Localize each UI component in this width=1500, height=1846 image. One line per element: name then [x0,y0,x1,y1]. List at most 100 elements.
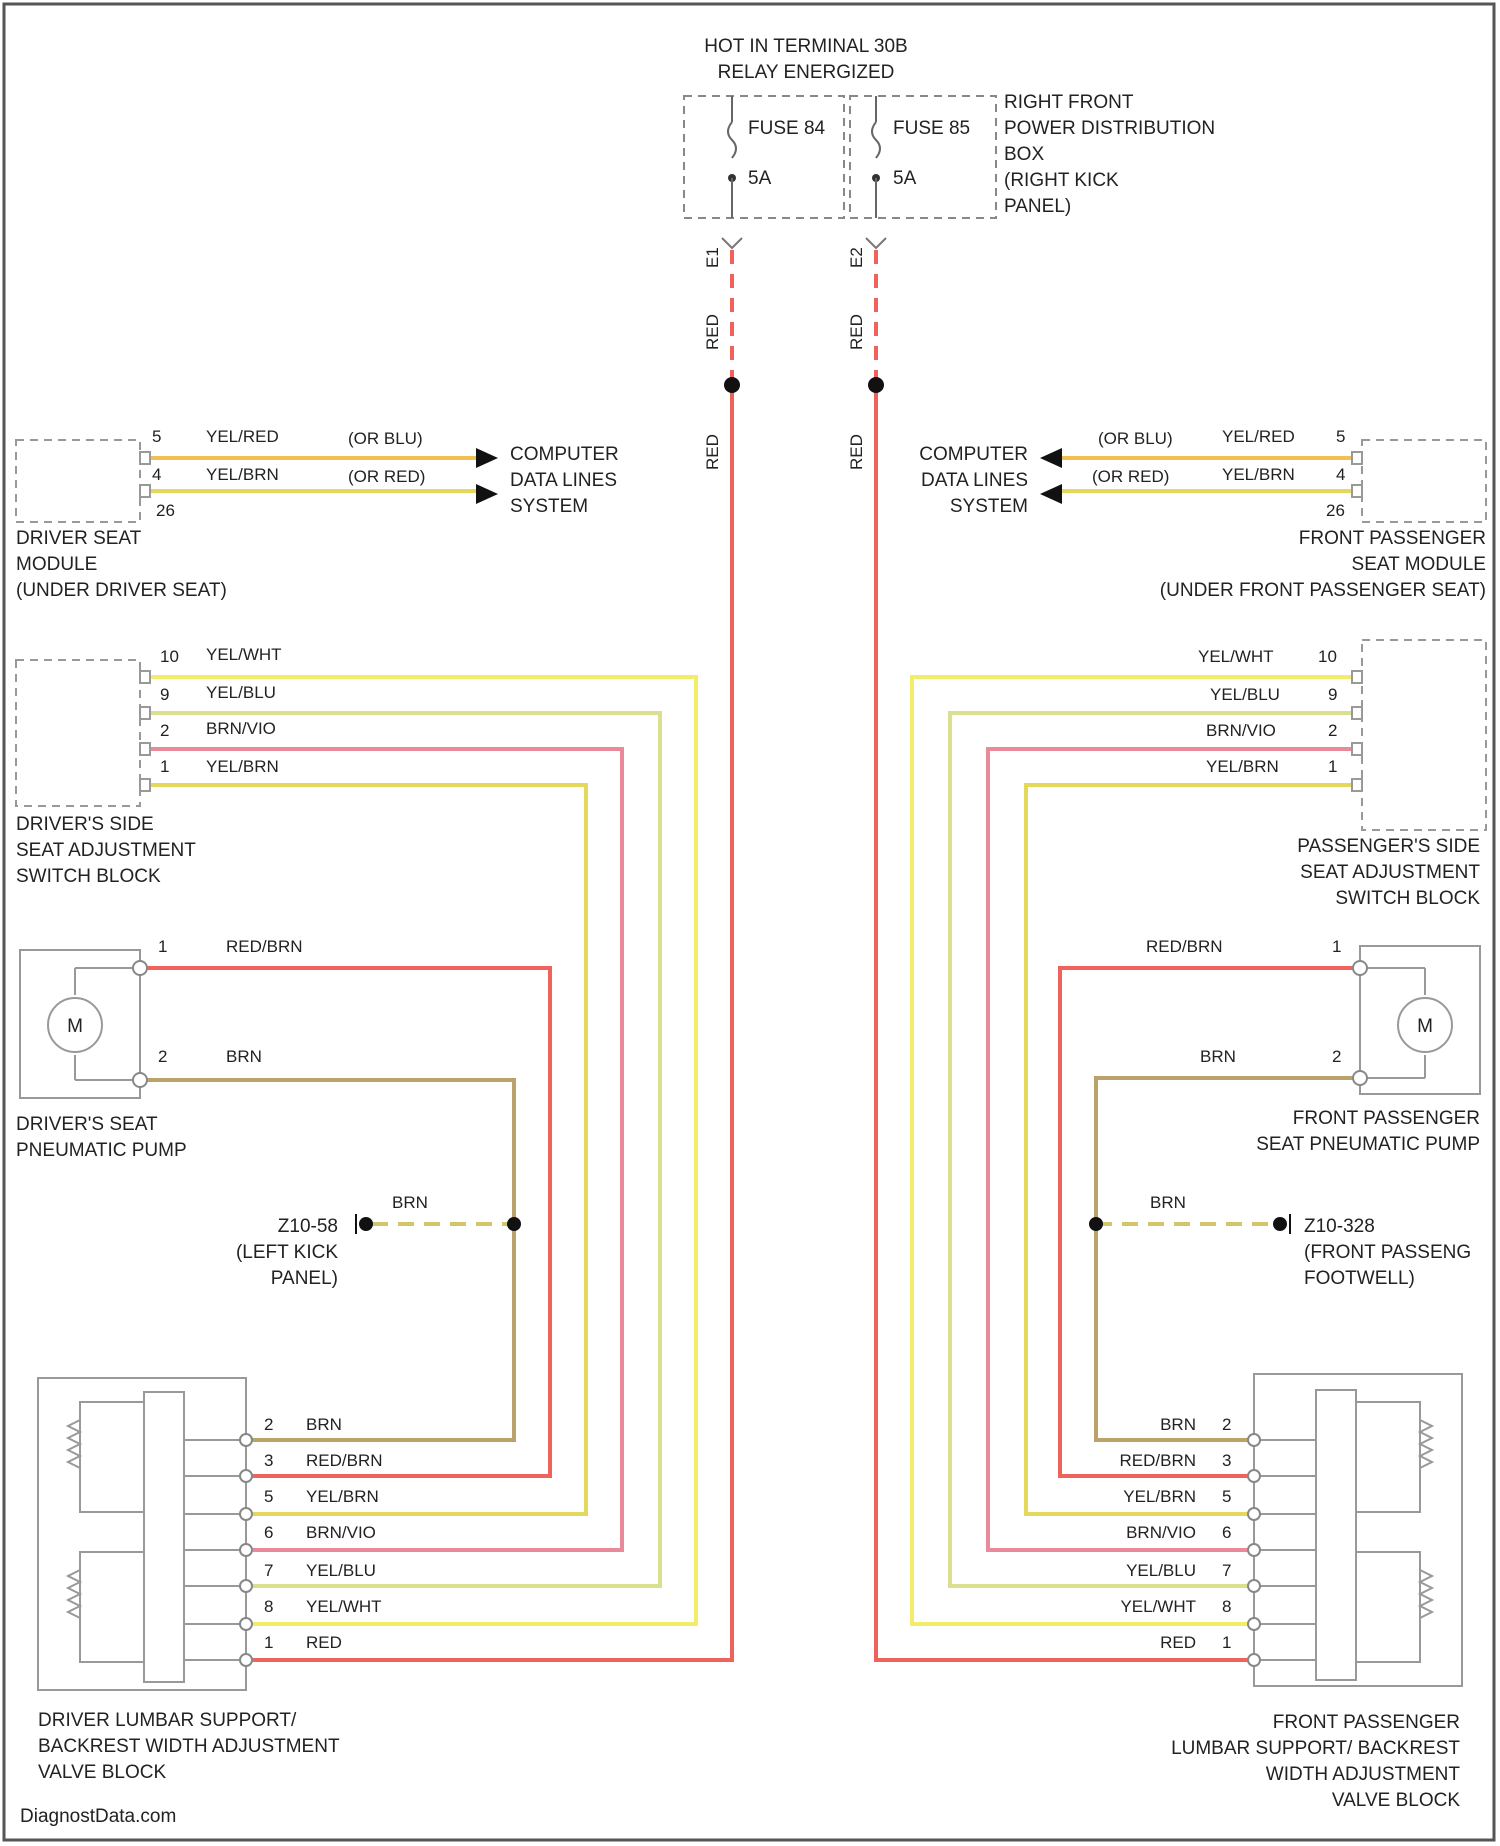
driver-ground-wire: BRN [392,1193,428,1212]
driver-module-wire-b: YEL/BRN [206,465,279,484]
wire-driver-yelbrn [150,785,586,1514]
driver-module-pin-a: 5 [152,427,161,446]
pass-switch-pin-1: 9 [1328,685,1337,704]
driver-switch-wire-1: YEL/BLU [206,683,276,702]
pass-pump-wire2: BRN [1200,1047,1236,1066]
driver-module-pin-b: 4 [152,465,161,484]
wire-driver-yelwht [150,677,696,1624]
pass-valve-line4: VALVE BLOCK [1332,1790,1460,1811]
pass-arrow-b [1040,484,1062,504]
driver-valve-pin-5: 8 [264,1597,273,1616]
fuse-84-rating: 5A [748,168,772,189]
driver-seat-module-box [16,440,140,522]
pass-module-pin-b: 4 [1336,465,1345,484]
driver-switch-wire-3: YEL/BRN [206,757,279,776]
pass-valve-wire-0: BRN [1160,1415,1196,1434]
connector-e1 [722,238,742,248]
pass-pump-pin1: 1 [1332,937,1341,956]
pass-module-line2: SEAT MODULE [1352,554,1486,575]
driver-switch-terminals [140,671,150,791]
pass-module-pin-a: 5 [1336,427,1345,446]
driver-valve-wire-3: BRN/VIO [306,1523,376,1542]
pass-pump-term2 [1353,1071,1367,1085]
fuse-85-rating: 5A [893,168,917,189]
driver-computer-line2: DATA LINES [510,470,617,491]
driver-switch-pin-1: 9 [160,685,169,704]
pass-valve-wire-2: YEL/BRN [1123,1487,1196,1506]
pass-valve-line3: WIDTH ADJUSTMENT [1266,1764,1461,1785]
watermark: DiagnostData.com [20,1806,176,1827]
pdbox-line4: (RIGHT KICK [1004,170,1119,191]
top-title-line2: RELAY ENERGIZED [718,62,895,83]
driver-valve-wire-0: BRN [306,1415,342,1434]
driver-switch-line1: DRIVER'S SIDE [16,814,154,835]
wire-red-label-right-upper: RED [847,314,866,350]
pass-pump-motor-icon [1362,968,1452,1078]
driver-ground-name: Z10-58 [278,1216,338,1237]
driver-pump-line2: PNEUMATIC PUMP [16,1140,187,1161]
pass-valve-wire-5: YEL/WHT [1120,1597,1196,1616]
pass-pump-term1 [1353,961,1367,975]
driver-module-terminals [140,452,150,497]
driver-valve-line2: BACKREST WIDTH ADJUSTMENT [38,1736,340,1757]
wire-red-label-left-upper: RED [703,314,722,350]
pass-computer-line3: SYSTEM [950,496,1028,517]
pass-switch-line2: SEAT ADJUSTMENT [1300,862,1480,883]
driver-pump-term2 [133,1073,147,1087]
diagram-frame [4,4,1494,1840]
driver-valve-pin-6: 1 [264,1633,273,1652]
driver-valve-pin-3: 6 [264,1523,273,1542]
connector-e2 [866,238,886,248]
fuse-85 [872,96,880,218]
pass-module-line1: FRONT PASSENGER [1299,528,1486,549]
pass-switch-wire-0: YEL/WHT [1198,647,1274,666]
driver-valve-wire-1: RED/BRN [306,1451,383,1470]
driver-module-route-b: (OR RED) [348,467,425,486]
pass-valve-wire-4: YEL/BLU [1126,1561,1196,1580]
driver-ground-line3: PANEL) [271,1268,338,1289]
pdbox-line2: POWER DISTRIBUTION [1004,118,1215,139]
pass-valve-wire-3: BRN/VIO [1126,1523,1196,1542]
pass-pump-motor-label: M [1417,1016,1433,1037]
pin-e1: E1 [703,247,722,268]
driver-valve-block-icon [38,1378,246,1690]
driver-switch-pin-3: 1 [160,757,169,776]
driver-pump-motor-icon [48,968,138,1080]
fuse-box-left [684,96,844,218]
pass-ground-name: Z10-328 [1304,1216,1375,1237]
driver-module-route-a: (OR BLU) [348,429,423,448]
pass-module-terminals [1352,452,1362,497]
pass-module-line3: (UNDER FRONT PASSENGER SEAT) [1160,580,1486,601]
driver-valve-line3: VALVE BLOCK [38,1762,166,1783]
pass-computer-line1: COMPUTER [919,444,1028,465]
driver-switch-line3: SWITCH BLOCK [16,866,161,887]
pass-valve-line2: LUMBAR SUPPORT/ BACKREST [1171,1738,1460,1759]
pass-valve-pin-6: 1 [1222,1633,1231,1652]
wire-red-feed-right [876,385,1254,1660]
pass-switch-pin-0: 10 [1318,647,1337,666]
pass-valve-pin-0: 2 [1222,1415,1231,1434]
pass-valve-pin-2: 5 [1222,1487,1231,1506]
top-title-line1: HOT IN TERMINAL 30B [704,36,907,57]
driver-pump-pin2: 2 [158,1047,167,1066]
pass-valve-line1: FRONT PASSENGER [1273,1712,1460,1733]
driver-valve-pin-2: 5 [264,1487,273,1506]
fuse-84-label: FUSE 84 [748,118,826,139]
pdbox-line5: PANEL) [1004,196,1071,217]
driver-module-line3: (UNDER DRIVER SEAT) [16,580,227,601]
pass-module-wire-b: YEL/BRN [1222,465,1295,484]
driver-valve-line1: DRIVER LUMBAR SUPPORT/ [38,1710,297,1731]
driver-arrow-b [476,484,498,504]
driver-computer-line1: COMPUTER [510,444,619,465]
pass-ground-splice [1089,1217,1103,1231]
splice-left [724,377,740,393]
pass-valve-pin-4: 7 [1222,1561,1231,1580]
driver-pump-term1 [133,961,147,975]
pass-computer-line2: DATA LINES [921,470,1028,491]
pass-module-route-b: (OR RED) [1092,467,1169,486]
driver-pump-motor-label: M [67,1016,83,1037]
pass-valve-pin-5: 8 [1222,1597,1231,1616]
pass-pump-line1: FRONT PASSENGER [1293,1108,1480,1129]
driver-valve-pin-1: 3 [264,1451,273,1470]
